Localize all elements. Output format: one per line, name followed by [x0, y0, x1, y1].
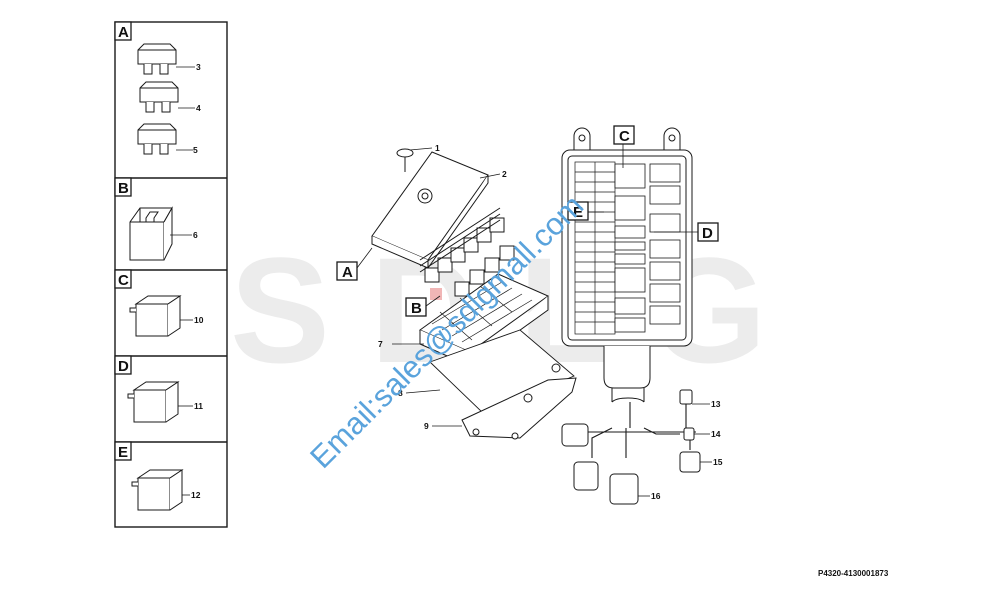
connector-icon — [561, 389, 701, 505]
svg-text:B: B — [411, 300, 422, 317]
relay-array — [419, 207, 515, 297]
svg-text:A: A — [342, 264, 353, 281]
callout-15: 15 — [713, 457, 723, 467]
relay-icon — [129, 295, 182, 337]
mounting-bracket — [461, 377, 577, 439]
callout-4: 4 — [196, 103, 201, 113]
callout-2: 2 — [502, 169, 507, 179]
panel-letter-a: A — [118, 24, 129, 41]
callout-6: 6 — [193, 230, 198, 240]
svg-text:E: E — [573, 204, 583, 221]
callout-14: 14 — [711, 429, 721, 439]
callout-11: 11 — [194, 401, 203, 411]
relay-icon — [127, 381, 180, 423]
callout-5: 5 — [193, 145, 198, 155]
fuse-icon — [137, 43, 179, 155]
tag-c: C — [613, 125, 635, 168]
callout-13: 13 — [711, 399, 721, 409]
legend-panel-b: B 6 — [114, 177, 198, 261]
callout-10: 10 — [194, 315, 204, 325]
callout-8: 8 — [398, 388, 403, 398]
callout-7: 7 — [378, 339, 383, 349]
callout-3: 3 — [196, 62, 201, 72]
exploded-view — [371, 148, 577, 440]
panel-letter-e: E — [118, 444, 128, 461]
svg-text:C: C — [619, 128, 630, 145]
legend-panel-c: C 10 — [114, 269, 204, 337]
tag-d: D — [697, 222, 719, 242]
panel-letter-c: C — [118, 272, 129, 289]
tag-a: A — [336, 247, 373, 281]
svg-text:D: D — [702, 225, 713, 242]
callout-1: 1 — [435, 143, 440, 153]
legend-panel-a: A 3 4 5 — [114, 21, 201, 155]
legend-panel-d: D 11 — [114, 355, 203, 423]
callout-12: 12 — [191, 490, 201, 500]
callout-16: 16 — [651, 491, 661, 501]
tag-e: E — [567, 201, 604, 221]
panel-letter-d: D — [118, 358, 129, 375]
panel-letter-b: B — [118, 180, 129, 197]
fuse-puller-icon — [129, 206, 173, 261]
tag-b: B — [405, 295, 441, 317]
legend-panel-e: E 12 — [114, 441, 201, 511]
callout-9: 9 — [424, 421, 429, 431]
drawing-number: P4320-4130001873 — [818, 569, 889, 578]
fuse-box-top-view — [561, 127, 701, 505]
gasket — [429, 329, 575, 415]
relay-icon — [131, 469, 184, 511]
